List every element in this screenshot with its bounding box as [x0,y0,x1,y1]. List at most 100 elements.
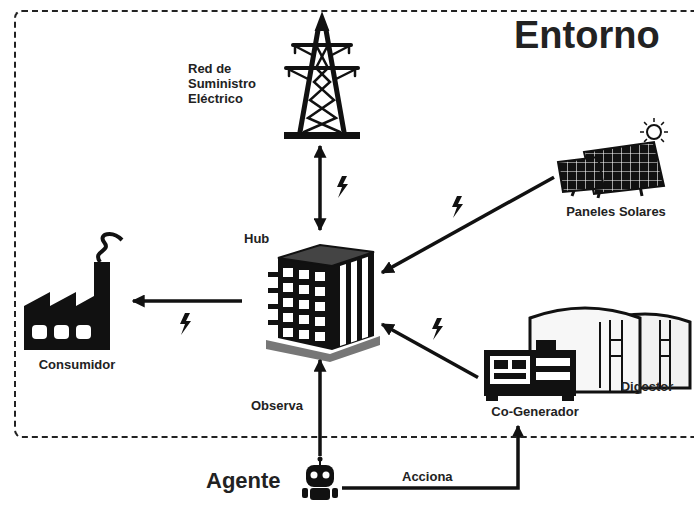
flow-arrow [342,426,518,488]
solar-panels [558,118,668,198]
component-node: Paneles Solares [554,118,676,240]
node-label: Paneles Solares [562,205,670,220]
hub-building-part-part [315,302,325,311]
edge-label: Observa [249,398,305,413]
digestor-tanks-part [660,355,670,357]
digestor-tanks-part [610,355,622,357]
node-label: Hub [244,232,269,247]
flow-arrow [318,360,322,456]
generator-icon-part [486,396,498,401]
component-node: Digestor [596,298,694,402]
hub-building [266,245,380,362]
generator-icon-part [484,350,576,396]
node-label: Digestor [602,380,692,395]
hub-building-part-part [268,320,279,325]
power-tower-part [294,45,297,53]
node-label: Agente [206,468,281,493]
robot-icon-part [323,472,330,479]
hub-building-part [283,257,368,346]
hub-building-part-part [268,304,279,309]
hub-building-part-part [299,315,309,324]
robot-icon-part [332,488,338,498]
hub-building-part-part [299,270,309,279]
factory-icon-part [24,262,110,350]
region-title: Entorno [514,14,660,58]
solar-panels-part-part [640,131,644,133]
flow-arrow [318,146,322,230]
generator-icon-part [536,358,570,366]
power-tower-part [330,45,351,56]
power-tower-part [288,68,291,76]
power-tower-part [286,66,358,70]
hub-building-part-part [362,257,368,339]
hub-building-part-part [299,330,309,339]
factory-icon-part [98,234,122,262]
power-tower-part [284,132,360,139]
generator-icon-part [536,372,570,380]
factory-icon-part [32,325,47,339]
power-tower-part [293,43,351,47]
power-tower-part [293,45,314,56]
hub-building-part [268,272,279,325]
hub-building-part-part [315,272,325,281]
generator-icon-part [562,396,574,401]
solar-panels-part [558,157,604,192]
robot-icon-part [311,472,318,479]
hub-building-part-part [351,260,357,342]
power-tower-part [354,68,357,76]
power-tower-part [304,45,336,132]
component-node: Consumidor [22,258,133,378]
solar-panels-part [640,118,668,146]
lightning-bolts-part [432,318,443,340]
solar-panels-part-part [644,139,647,142]
hub-building-part-part [315,317,325,326]
flow-arrow [133,299,242,303]
power-tower-part [348,45,351,53]
hub-building-part-part [340,264,346,346]
hub-building-part [332,252,374,350]
digestor-tanks-part [669,320,671,388]
power-tower [284,14,360,139]
generator-icon [484,340,576,401]
digestor-tanks-part [660,339,670,341]
solar-panels-part-part [653,142,655,146]
robot-icon-part [302,488,308,498]
digestor-tanks-part [599,322,601,388]
robot-icon-part [306,465,334,487]
robot-icon [302,457,338,501]
factory-icon-part [54,325,69,339]
solar-panels-part-part [661,139,664,142]
flow-arrow [382,324,478,377]
generator-icon-part [494,373,526,379]
hub-building-part-part [299,300,309,309]
digestor-tanks-part [659,320,661,388]
robot-icon-part [318,457,323,462]
power-tower-part [316,14,328,30]
node-label: Co-Generador [480,405,590,420]
digestor-tanks-part [610,339,622,341]
power-tower-part [286,68,310,80]
hub-building-part-part [315,287,325,296]
hub-building-part-part [283,313,293,322]
hub-building-part-part [283,268,293,277]
hub-building-part-part [268,288,279,293]
component-node: Agente [204,456,342,504]
generator-icon-part [494,360,508,369]
hub-building-part-part [299,285,309,294]
solar-panels-part-part [653,118,655,122]
solar-panels-part-part [644,122,647,125]
node-label: Red de Suministro Eléctrico [188,62,278,107]
power-tower-part [334,68,358,80]
lightning-bolts-part [180,313,191,335]
hub-building-part [278,258,332,350]
generator-icon-part [490,356,530,384]
hub-building-part-part [315,332,325,341]
component-node: Red de Suministro Eléctrico [185,16,365,146]
robot-icon-part [310,488,330,500]
hub-building-part-part [283,298,293,307]
hub-building-part-part [268,272,279,277]
edge-label: Acciona [400,469,455,484]
